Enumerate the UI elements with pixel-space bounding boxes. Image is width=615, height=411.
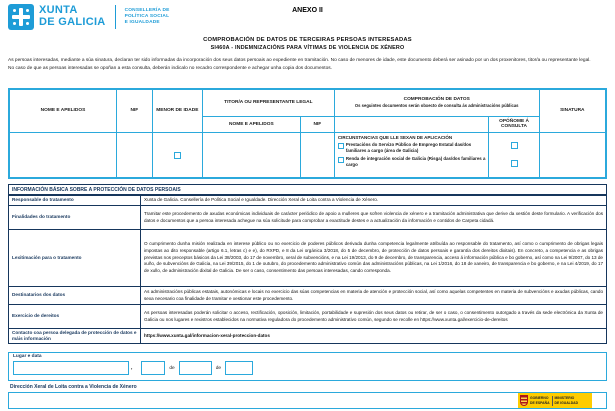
ministerio-igualdad-label: MINISTERIO DE IGUALDAD xyxy=(554,396,579,405)
header: XUNTA DE GALICIA CONSELLERÍA DE POLÍTICA… xyxy=(8,4,607,36)
privacy-row-label: Contacto coa persoa delegada de protecci… xyxy=(8,327,141,345)
de-label-2: de xyxy=(215,365,222,371)
privacy-row-label: Destinatarios dos datos xyxy=(8,286,141,305)
xunta-wordmark: XUNTA DE GALICIA xyxy=(39,5,106,28)
brand-divider xyxy=(114,5,116,29)
col-header-titor: TITOR/A OU REPRESENTANTE LEGAL xyxy=(201,88,335,117)
conselleria-line1: CONSELLERÍA DE xyxy=(124,8,170,14)
circunstancia-item-2: Renda de integración social de Galicia (… xyxy=(337,155,486,167)
col-header-oponome: OPÓÑOME Á CONSULTA xyxy=(488,115,540,133)
form-title-line1: COMPROBACIÓN DE DATOS DE TERCEIRAS PERSO… xyxy=(203,37,412,43)
intro-paragraph-1: As persoas interesadas, mediante a súa s… xyxy=(8,58,591,63)
table-row: Exercicio de dereitos As persoas interes… xyxy=(8,304,607,329)
conselleria-line3: E IGUALDADE xyxy=(124,19,160,25)
gobierno-de-espana-label: GOBIERNO DE ESPAÑA xyxy=(530,396,550,405)
col-header-titor-nome: NOME E APELIDOS xyxy=(201,115,301,133)
table-row: Finalidades do tratamento Tramitar este … xyxy=(8,205,607,230)
xunta-brand: XUNTA DE GALICIA CONSELLERÍA DE POLÍTICA… xyxy=(8,4,607,30)
place-date-inputs: , de de xyxy=(13,361,602,375)
circunstancia-1-checkbox[interactable] xyxy=(337,143,344,149)
circunstancia-2-label: Renda de integración social de Galicia (… xyxy=(345,155,486,167)
interested-persons-table: NOME E APELIDOS NIF MENOR DE IDADE TITOR… xyxy=(8,88,607,179)
titor-nif-input-cell[interactable] xyxy=(299,131,335,179)
col-header-titor-nif: NIF xyxy=(299,115,335,133)
oponome-2-checkbox[interactable] xyxy=(510,160,518,168)
logo-divider xyxy=(551,395,553,406)
table-row: Destinatarios dos datos As administració… xyxy=(8,286,607,305)
circunstancia-2-checkbox[interactable] xyxy=(337,156,344,163)
comprobacion-blank-header xyxy=(333,115,490,133)
xunta-logo-icon xyxy=(8,4,34,30)
place-input[interactable] xyxy=(13,361,129,375)
nome-input-cell[interactable] xyxy=(8,131,117,179)
annex-label: ANEXO II xyxy=(292,7,323,14)
privacy-row-value: As administracións públicas estatais, au… xyxy=(140,286,607,305)
table-row: Contacto coa persoa delegada de protecci… xyxy=(8,327,607,345)
circunstancia-item-1: Prestacións do Servizo Público de Empreg… xyxy=(337,142,486,153)
oponome-cell xyxy=(488,131,540,179)
menor-checkbox[interactable] xyxy=(173,151,181,159)
circunstancias-title: CIRCUNSTANCIAS QUE LLE SEXAN DE APLICACI… xyxy=(337,134,453,140)
comprobacion-title: COMPROBACIÓN DE DATOS xyxy=(403,97,470,103)
privacy-row-label: Lexitimación para o tratamento xyxy=(8,229,141,287)
col-header-nome: NOME E APELIDOS xyxy=(8,88,117,133)
spain-coat-of-arms-icon xyxy=(520,395,528,406)
addressed-to-label: Dirección Xeral de Loita contra a Violen… xyxy=(10,384,137,390)
privacy-section-title: INFORMACIÓN BÁSICA SOBRE A PROTECCIÓN DE… xyxy=(8,184,607,195)
circunstancias-cell: CIRCUNSTANCIAS QUE LLE SEXAN DE APLICACI… xyxy=(333,131,490,179)
proteccion-datos-link[interactable]: https://www.xunta.gal/informacion-xeral-… xyxy=(140,327,607,345)
menor-cell xyxy=(151,131,203,179)
month-input[interactable] xyxy=(178,361,212,375)
col-header-nif: NIF xyxy=(115,88,153,133)
nif-input-cell[interactable] xyxy=(115,131,153,179)
place-date-label: Lugar e data xyxy=(13,354,42,359)
col-header-comprobacion: COMPROBACIÓN DE DATOS Os seguintes docum… xyxy=(333,88,540,117)
intro-paragraph-2: No caso de que as persoas interesadas se… xyxy=(8,65,333,71)
privacy-row-value: Xunta de Galicia. Consellería de Polític… xyxy=(140,195,607,206)
xunta-wordmark-line2: DE GALICIA xyxy=(39,16,106,28)
form-title-line2: SI460A - INDEMNIZACIÓNS PARA VÍTIMAS DE … xyxy=(210,45,405,51)
circunstancia-1-label: Prestacións do Servizo Público de Empreg… xyxy=(345,142,472,153)
day-input[interactable] xyxy=(141,361,166,375)
oponome-1-checkbox[interactable] xyxy=(510,142,518,150)
conselleria-line2: POLÍTICA SOCIAL xyxy=(124,14,170,19)
year-input[interactable] xyxy=(225,361,254,375)
spain-government-logo: GOBIERNO DE ESPAÑA MINISTERIO DE IGUALDA… xyxy=(518,393,592,408)
privacy-table: Responsable do tratamento Xunta de Galic… xyxy=(8,195,607,345)
table-row: Responsable do tratamento Xunta de Galic… xyxy=(8,195,607,206)
col-header-menor: MENOR DE IDADE xyxy=(151,88,203,133)
intro-text: As persoas interesadas, mediante a súa s… xyxy=(8,58,607,73)
privacy-row-value exercicio-dereitos-link[interactable]: As persoas interesadas poderán solicitar… xyxy=(140,304,607,329)
de-label-1: de xyxy=(169,365,175,371)
form-title: COMPROBACIÓN DE DATOS DE TERCEIRAS PERSO… xyxy=(0,37,615,51)
privacy-row-label: Exercicio de dereitos xyxy=(8,304,141,329)
conselleria-label: CONSELLERÍA DE POLÍTICA SOCIAL E IGUALDA… xyxy=(125,8,170,26)
titor-nome-input-cell[interactable] xyxy=(201,131,301,179)
xunta-wordmark-line1: XUNTA xyxy=(39,4,78,17)
sinatura-cell[interactable] xyxy=(538,131,607,179)
privacy-row-value: O cumprimento dunha misión realizada en … xyxy=(140,229,607,287)
comma-separator: , xyxy=(131,365,133,371)
privacy-row-label: Finalidades do tratamento xyxy=(8,205,141,230)
privacy-row-label: Responsable do tratamento xyxy=(8,195,141,206)
comprobacion-subtitle: Os seguintes documentos serán obxecto de… xyxy=(354,103,519,109)
place-date-section: Lugar e data , de de xyxy=(8,352,607,381)
bottom-box: GOBIERNO DE ESPAÑA MINISTERIO DE IGUALDA… xyxy=(8,392,607,409)
table-row: Lexitimación para o tratamento O cumprim… xyxy=(8,229,607,287)
col-header-sinatura: SINATURA xyxy=(538,88,607,133)
privacy-row-value: Tramitar este procedemento de axudas eco… xyxy=(140,205,607,230)
